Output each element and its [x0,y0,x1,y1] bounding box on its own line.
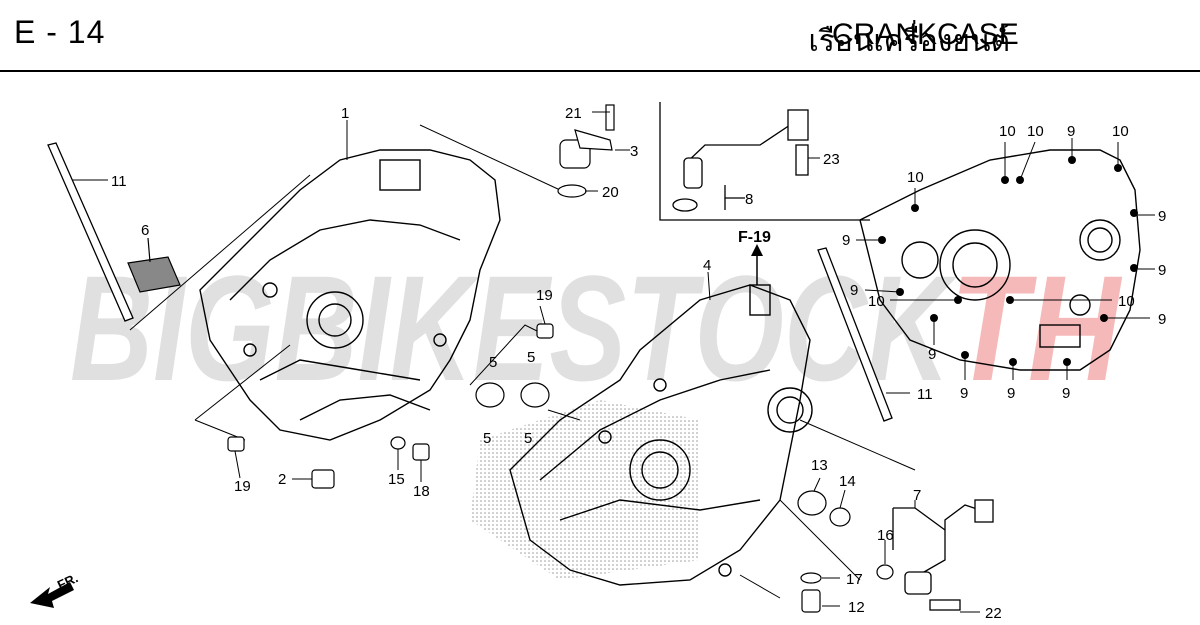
callout-10e: 10 [868,293,885,310]
callout-9c: 9 [842,232,850,249]
callout-9j: 9 [1062,385,1070,402]
callout-5d: 5 [524,430,532,447]
callout-10d: 10 [907,169,924,186]
title-thai: เรือนเครื่องยนต์ [808,25,1010,58]
callout-10c: 10 [1112,123,1129,140]
callout-19a: 19 [536,287,553,304]
callout-9h: 9 [960,385,968,402]
callout-10f: 10 [1118,293,1135,310]
callout-9g: 9 [928,346,936,363]
callout-4: 4 [703,257,711,274]
callout-23: 23 [823,151,840,168]
header-rule [0,70,1200,72]
watermark-red: TH [950,244,1122,412]
callout-2: 2 [278,471,286,488]
callout-9d: 9 [1158,262,1166,279]
callout-1: 1 [341,105,349,122]
callout-6: 6 [141,222,149,239]
shading-area [470,400,700,580]
crankcase-right [509,284,813,586]
callout-5c: 5 [527,349,535,366]
small-parts [227,184,894,613]
callout-14: 14 [839,473,856,490]
sensor-top [559,104,615,169]
callout-22: 22 [985,605,1002,622]
callout-21: 21 [565,105,582,122]
callout-leaders [234,111,980,613]
callout-9e: 9 [850,282,858,299]
callout-11a: 11 [111,173,127,190]
callout-17: 17 [846,571,863,588]
callout-10a: 10 [999,123,1016,140]
callout-11b: 11 [917,386,933,403]
page-code: E - 14 [14,14,106,50]
page-header: E - 14 เรือนเครื่องยนต์ CRANKCASE [0,0,1200,72]
cover-bolt-holes [878,156,1138,366]
direction-indicator: FR. [30,570,80,608]
reference-label: F-19 [738,229,771,246]
callout-5a: 5 [489,354,497,371]
stud-bolt-left [47,142,134,322]
callout-3: 3 [630,143,638,160]
callout-5b: 5 [483,430,491,447]
title-english: CRANKCASE [832,18,1019,51]
watermark-gray: BIGBIKESTOCK [70,244,957,412]
callout-9i: 9 [1007,385,1015,402]
callout-9a: 9 [1067,123,1075,140]
callout-19b: 19 [234,478,251,495]
callout-20: 20 [602,184,619,201]
reference-arrow: F-19 [738,229,771,285]
callout-12: 12 [848,599,865,616]
callout-7: 7 [913,487,921,504]
stud-bolt-right [817,247,893,422]
callout-9b: 9 [1158,208,1166,225]
callout-numbers: 1 2 3 4 5 5 5 5 6 7 8 9 9 9 9 9 9 9 9 9 … [111,105,1166,622]
sensor-bottom [892,499,994,611]
direction-label: FR. [55,570,80,592]
strainer-screen [127,237,181,293]
inset-box [659,102,870,221]
callout-18: 18 [413,483,430,500]
callout-10b: 10 [1027,123,1044,140]
callout-16: 16 [877,527,894,544]
callout-8: 8 [745,191,753,208]
cover-leaders [856,138,1155,380]
watermark: BIGBIKESTOCK TH [70,244,1122,412]
callout-9f: 9 [1158,311,1166,328]
callout-15: 15 [388,471,405,488]
callout-13: 13 [811,457,828,474]
